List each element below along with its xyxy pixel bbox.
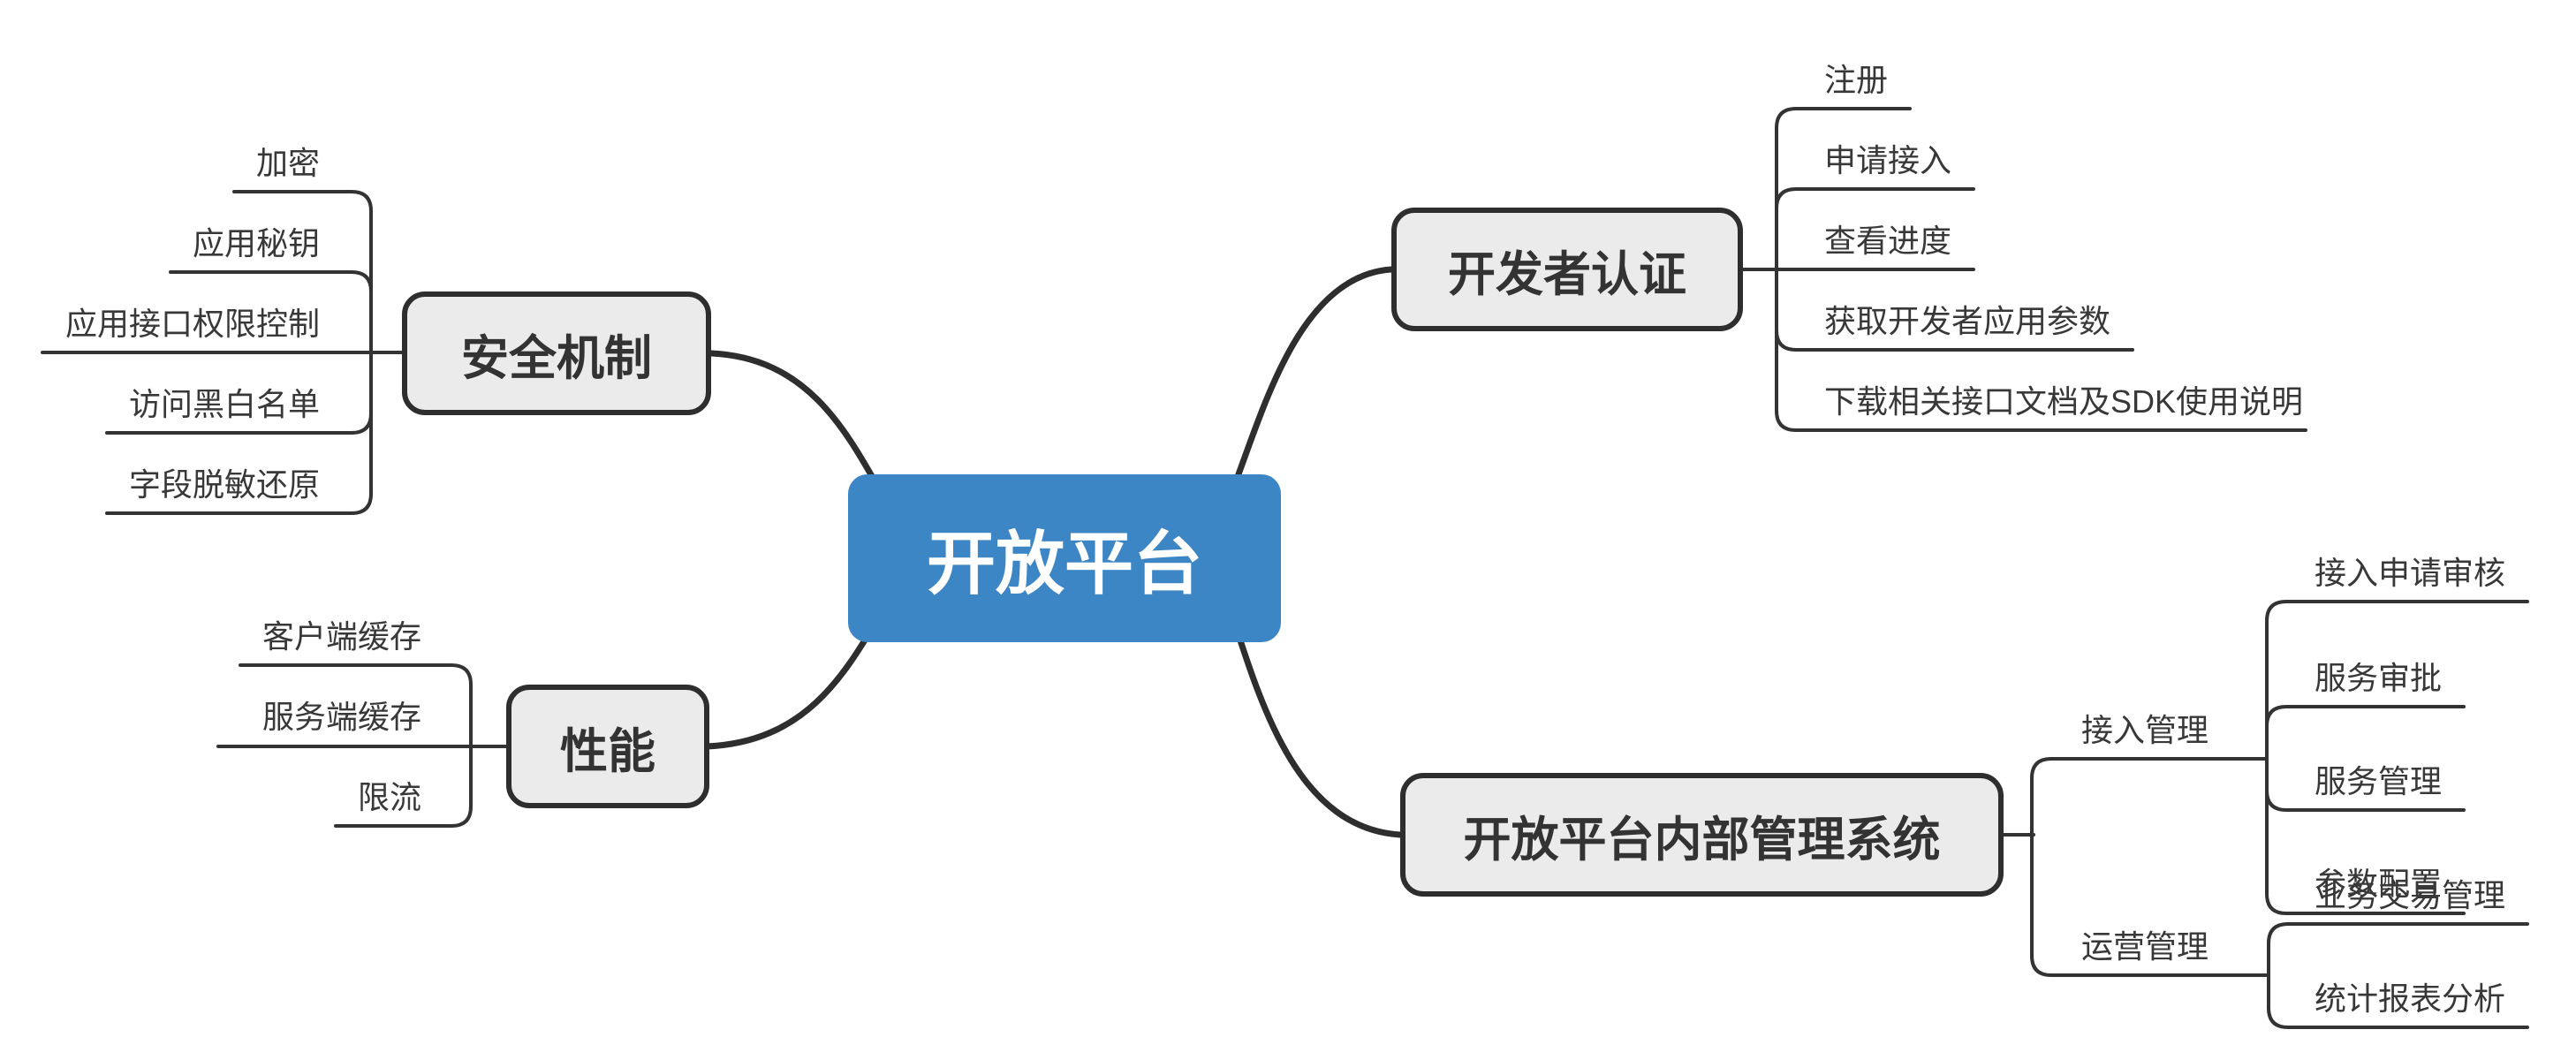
leaf-server-cache[interactable]: 服务端缓存 — [261, 699, 421, 735]
underline-param-config — [2265, 892, 2466, 915]
underline-service-approval — [2265, 705, 2466, 728]
leaf-param-config[interactable]: 参数配置 — [2315, 866, 2443, 902]
leaf-client-cache[interactable]: 客户端缓存 — [261, 618, 421, 655]
underline-access-review — [2265, 600, 2529, 623]
leaf-service-mgmt[interactable]: 服务管理 — [2315, 763, 2443, 799]
underline-encryption — [232, 190, 373, 213]
branch-node-performance[interactable]: 性能 — [506, 685, 709, 808]
leaf-app-secret[interactable]: 应用秘钥 — [192, 225, 320, 261]
branch-node-developer-auth[interactable]: 开发者认证 — [1391, 208, 1743, 331]
underline-report-analysis — [2267, 1006, 2529, 1029]
leaf-apply-access[interactable]: 申请接入 — [1824, 142, 1952, 178]
leaf-report-analysis[interactable]: 统计报表分析 — [2315, 980, 2506, 1017]
underline-rate-limit — [334, 805, 473, 828]
underline-get-app-params — [1775, 329, 2134, 352]
leaf-encryption[interactable]: 加密 — [255, 145, 320, 181]
leaf-service-approval[interactable]: 服务审批 — [2315, 660, 2443, 696]
root-node[interactable]: 开放平台 — [848, 474, 1281, 642]
underline-desensitization — [105, 492, 373, 515]
branch-node-internal-mgmt[interactable]: 开放平台内部管理系统 — [1400, 773, 2004, 897]
leaf-register[interactable]: 注册 — [1824, 62, 1889, 98]
curve-root-internal — [1228, 610, 1404, 838]
branch-node-security[interactable]: 安全机制 — [402, 292, 711, 415]
curve-root-developer — [1228, 266, 1395, 496]
leaf-desensitization[interactable]: 字段脱敏还原 — [128, 466, 320, 503]
leaf-blacklist[interactable]: 访问黑白名单 — [128, 386, 320, 422]
line-operation-mgmt — [2030, 954, 2270, 977]
underline-service-mgmt — [2265, 789, 2466, 812]
curve-root-security — [708, 350, 887, 500]
underline-register — [1775, 107, 1912, 130]
leaf-view-progress[interactable]: 查看进度 — [1824, 223, 1952, 259]
underline-apply-access — [1775, 187, 1975, 210]
leaf-api-permission[interactable]: 应用接口权限控制 — [64, 306, 320, 342]
underline-blacklist — [105, 412, 373, 435]
leaf-get-app-params[interactable]: 获取开发者应用参数 — [1824, 303, 2111, 339]
leaf-download-docs[interactable]: 下载相关接口文档及SDK使用说明 — [1824, 383, 2304, 420]
underline-download-docs — [1775, 409, 2307, 432]
subbranch-access-mgmt[interactable]: 接入管理 — [2081, 712, 2209, 748]
leaf-rate-limit[interactable]: 限流 — [357, 779, 421, 815]
subbranch-operation-mgmt[interactable]: 运营管理 — [2081, 928, 2209, 965]
underline-app-secret — [169, 270, 373, 293]
leaf-access-review[interactable]: 接入申请审核 — [2315, 555, 2506, 591]
underline-client-cache — [239, 663, 473, 686]
underline-business-transaction — [2267, 922, 2529, 945]
leaf-business-transaction[interactable]: 业务交易管理 — [2315, 877, 2506, 913]
line-access-mgmt — [2030, 757, 2269, 780]
